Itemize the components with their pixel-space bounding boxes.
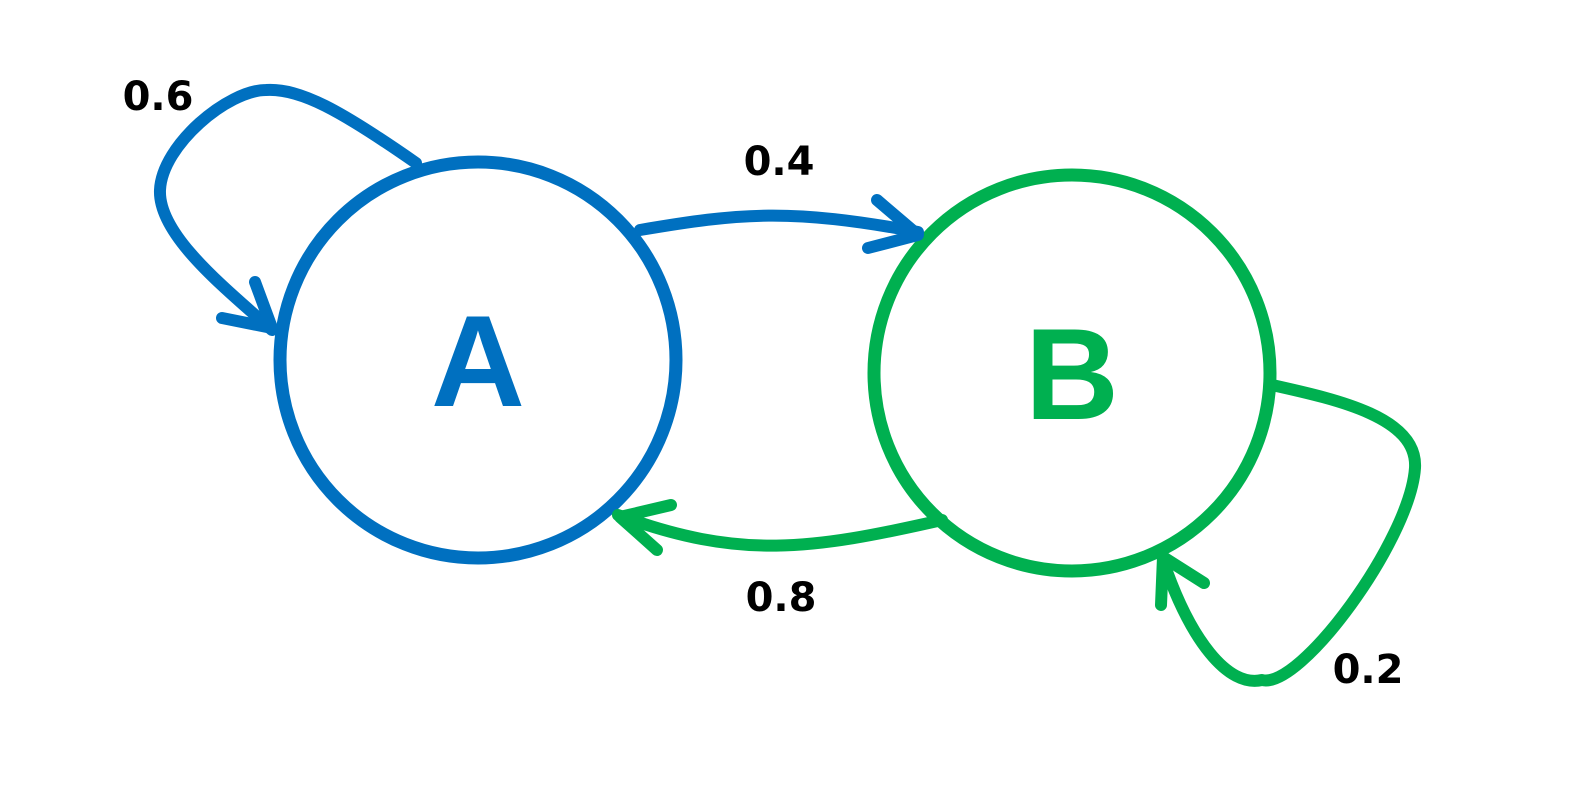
state-b: B xyxy=(867,168,1277,578)
transition-b-to-b-curve xyxy=(1157,379,1422,687)
transition-a-to-a-arrowhead xyxy=(216,276,278,334)
transition-a-to-b-curve xyxy=(634,209,924,238)
transition-a-to-a: 0.6 xyxy=(123,74,422,336)
transition-a-to-b-label: 0.4 xyxy=(744,139,815,185)
state-b-circle xyxy=(867,168,1277,578)
transition-a-to-a-label: 0.6 xyxy=(123,74,194,120)
state-b-label: B xyxy=(1025,301,1119,447)
transition-a-to-b-arrowhead xyxy=(862,194,924,254)
state-a-label: A xyxy=(431,288,525,434)
state-a: A xyxy=(273,155,683,565)
transition-a-to-a-curve xyxy=(153,83,422,336)
transition-b-to-b-arrowhead xyxy=(1155,551,1210,611)
transition-b-to-a-label: 0.8 xyxy=(746,575,817,621)
transition-b-to-b: 0.2 xyxy=(1155,379,1422,693)
transition-b-to-a-curve xyxy=(612,509,948,552)
transition-b-to-b-label: 0.2 xyxy=(1333,647,1404,693)
transition-a-to-b: 0.4 xyxy=(634,139,924,254)
transition-b-to-a: 0.8 xyxy=(612,499,948,621)
state-a-circle xyxy=(273,155,683,565)
transition-b-to-a-arrowhead xyxy=(614,499,677,556)
